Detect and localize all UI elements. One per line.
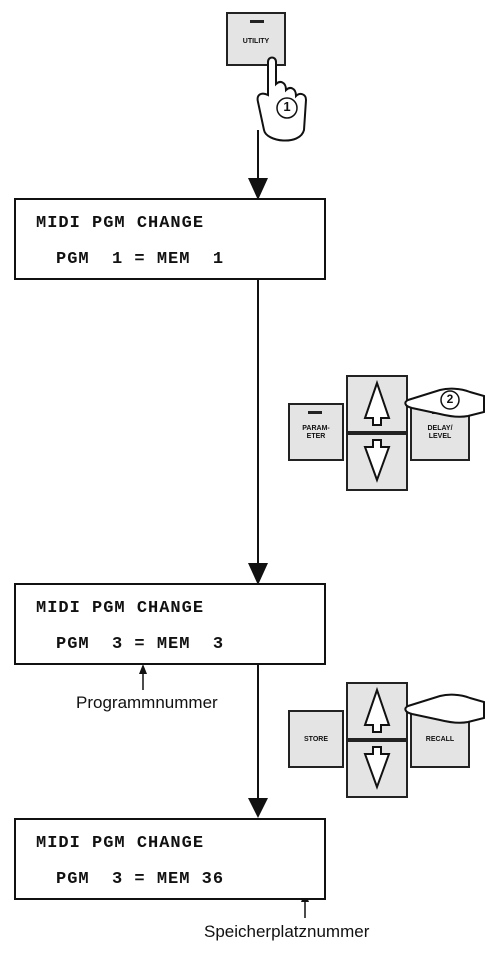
delay-level-button-label: DELAY/ LEVEL	[427, 425, 453, 440]
down-arrow-icon	[363, 439, 391, 483]
lcd-display-3: MIDI PGM CHANGE PGM 3 = MEM 36	[14, 818, 326, 900]
lcd-display-2-line-1: MIDI PGM CHANGE	[36, 599, 205, 618]
down-arrow-icon-2	[363, 746, 391, 790]
lcd-display-3-line-2: PGM 3 = MEM 36	[56, 870, 225, 889]
lcd-display-2: MIDI PGM CHANGE PGM 3 = MEM 3	[14, 583, 326, 665]
up-arrow-icon-2	[363, 686, 391, 733]
parameter-button-label: PARAM- ETER	[302, 425, 330, 440]
lcd-display-3-line-1: MIDI PGM CHANGE	[36, 834, 205, 853]
caption-speicherplatznummer: Speicherplatznummer	[204, 922, 370, 941]
recall-button-label: RECALL	[425, 736, 455, 743]
utility-button-label: UTILITY	[242, 38, 270, 45]
caption-programmnummer: Programmnummer	[76, 693, 218, 712]
parameter-button[interactable]: PARAM- ETER	[288, 403, 344, 461]
lcd-display-1: MIDI PGM CHANGE PGM 1 = MEM 1	[14, 198, 326, 280]
step-number-1: 1	[283, 99, 291, 114]
utility-button[interactable]: UTILITY	[226, 12, 286, 66]
lcd-display-1-line-1: MIDI PGM CHANGE	[36, 214, 205, 233]
lcd-display-1-line-2: PGM 1 = MEM 1	[56, 250, 225, 269]
up-arrow-icon	[363, 379, 391, 426]
step-number-2: 2	[446, 392, 454, 406]
pressing-hand-icon-3	[404, 693, 485, 724]
store-button[interactable]: STORE	[288, 710, 344, 768]
store-button-label: STORE	[304, 736, 328, 743]
lcd-display-2-line-2: PGM 3 = MEM 3	[56, 635, 225, 654]
utility-led	[250, 20, 264, 23]
parameter-led	[308, 411, 322, 414]
